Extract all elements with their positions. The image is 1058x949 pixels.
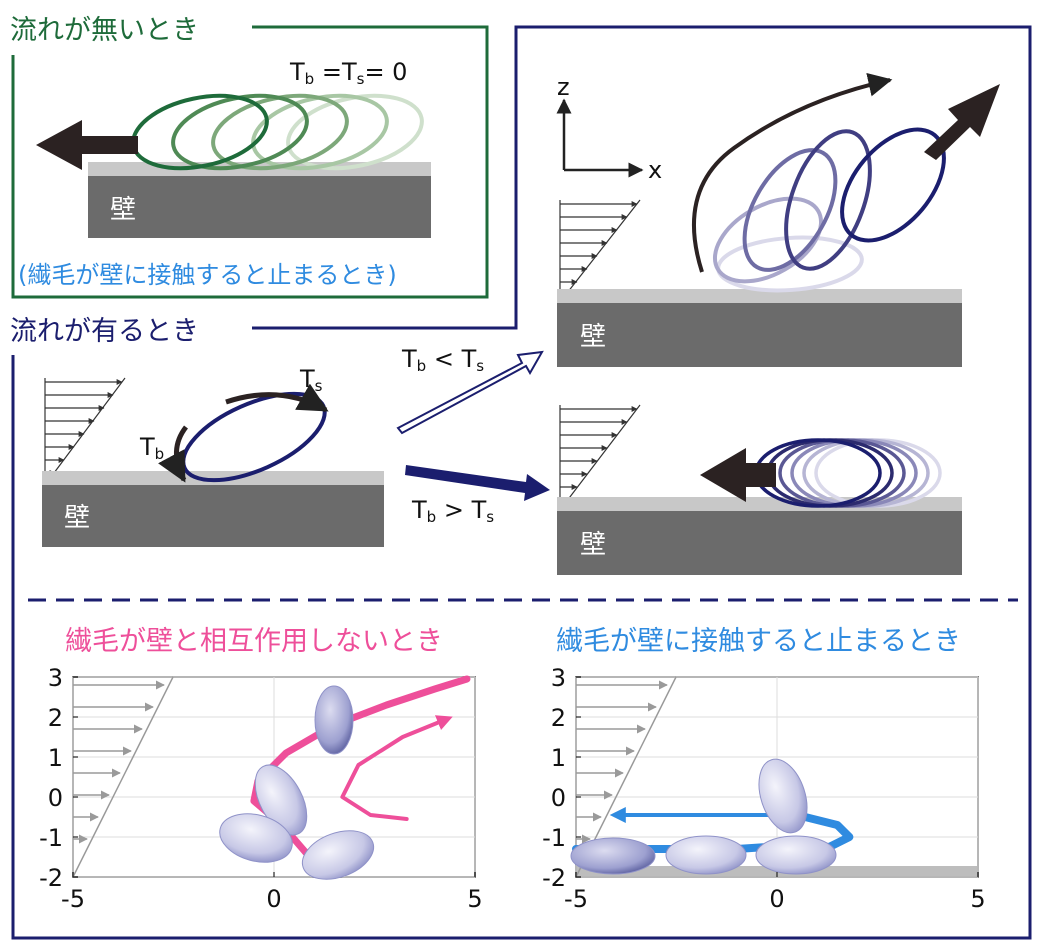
y-tick-label: 2 [48, 704, 63, 732]
shear-profile-lower-right [559, 404, 641, 511]
no-flow-caption: (繊毛が壁に接触すると止まるとき) [18, 261, 397, 289]
lifting-cilium-rings [712, 127, 946, 293]
x-tick-label: 5 [467, 885, 482, 913]
chart-right: 3 2 1 0 -1 -2-5 0 5 [542, 664, 986, 913]
z-axis-label: z [557, 73, 570, 101]
with-flow-frame [11, 25, 1032, 940]
upper-right-wall: 壁 [557, 289, 962, 367]
sim-left-title: 繊毛が壁と相互作用しないとき [65, 626, 443, 657]
push-case-arrow-icon [405, 465, 550, 501]
chart-left-ticks: 3 2 1 0 -1 -2-5 0 5 [39, 664, 483, 913]
no-flow-wall-label: 壁 [110, 195, 136, 225]
lift-direction-arrow-icon [924, 84, 1000, 160]
x-tick-label: 0 [769, 885, 784, 913]
x-axis-label: x [648, 156, 662, 184]
x-tick-label: 0 [266, 885, 281, 913]
y-tick-label: 3 [551, 664, 566, 692]
no-flow-left-arrow-icon [36, 120, 138, 170]
left-wall-label: 壁 [64, 503, 90, 533]
shear-profile-upper-right [559, 199, 641, 303]
push-case-condition: Tb > Ts [411, 496, 494, 526]
y-tick-label: 0 [48, 784, 63, 812]
shear-profile-left [44, 377, 126, 486]
no-flow-wall: 壁 [88, 162, 431, 238]
left-wall: 壁 [42, 471, 384, 547]
y-tick-label: 3 [48, 664, 63, 692]
with-flow-title: 流れが有るとき [10, 316, 199, 347]
lower-right-wall-label: 壁 [580, 530, 606, 560]
y-tick-label: -1 [542, 824, 566, 852]
chart-left: 3 2 1 0 -1 -2-5 0 5 [39, 664, 483, 913]
lower-right-wall: 壁 [557, 497, 962, 575]
upper-right-wall-label: 壁 [580, 322, 606, 352]
bending-torque-arrow-icon [158, 425, 189, 483]
trajectory-series-2 [340, 715, 453, 821]
lift-case-condition: Tb < Ts [401, 345, 484, 375]
y-tick-label: 0 [551, 784, 566, 812]
x-tick-label: -5 [564, 885, 588, 913]
no-flow-equation: Tb =Ts= 0 [289, 58, 407, 88]
chart-right-cilium-bodies [570, 758, 837, 875]
chart-left-shear-profile [72, 676, 174, 878]
sim-right-title: 繊毛が壁に接触すると止まるとき [556, 626, 961, 657]
push-direction-arrow-icon [700, 448, 776, 502]
axes-indicator: z x [556, 73, 662, 184]
chart-right-ticks: 3 2 1 0 -1 -2-5 0 5 [542, 664, 986, 913]
x-tick-label: 5 [970, 885, 985, 913]
lift-case-arrow-icon [396, 350, 544, 435]
y-tick-label: 1 [48, 744, 63, 772]
y-tick-label: 2 [551, 704, 566, 732]
y-tick-label: 1 [551, 744, 566, 772]
y-tick-label: -2 [39, 864, 63, 892]
torque-b-label: Tb [139, 433, 164, 463]
pushed-cilium-rings [754, 438, 942, 508]
torque-s-label: Ts [299, 365, 323, 395]
no-flow-cilium-rings [131, 93, 424, 171]
shear-torque-arrow-icon [225, 383, 329, 413]
no-flow-title: 流れが無いとき [10, 15, 199, 46]
chart-left-cilium-bodies [219, 685, 375, 880]
no-flow-frame [11, 25, 489, 299]
x-tick-label: -5 [61, 885, 85, 913]
y-tick-label: -1 [39, 824, 63, 852]
y-tick-label: -2 [542, 864, 566, 892]
lift-trajectory-arrow-icon [691, 72, 893, 273]
